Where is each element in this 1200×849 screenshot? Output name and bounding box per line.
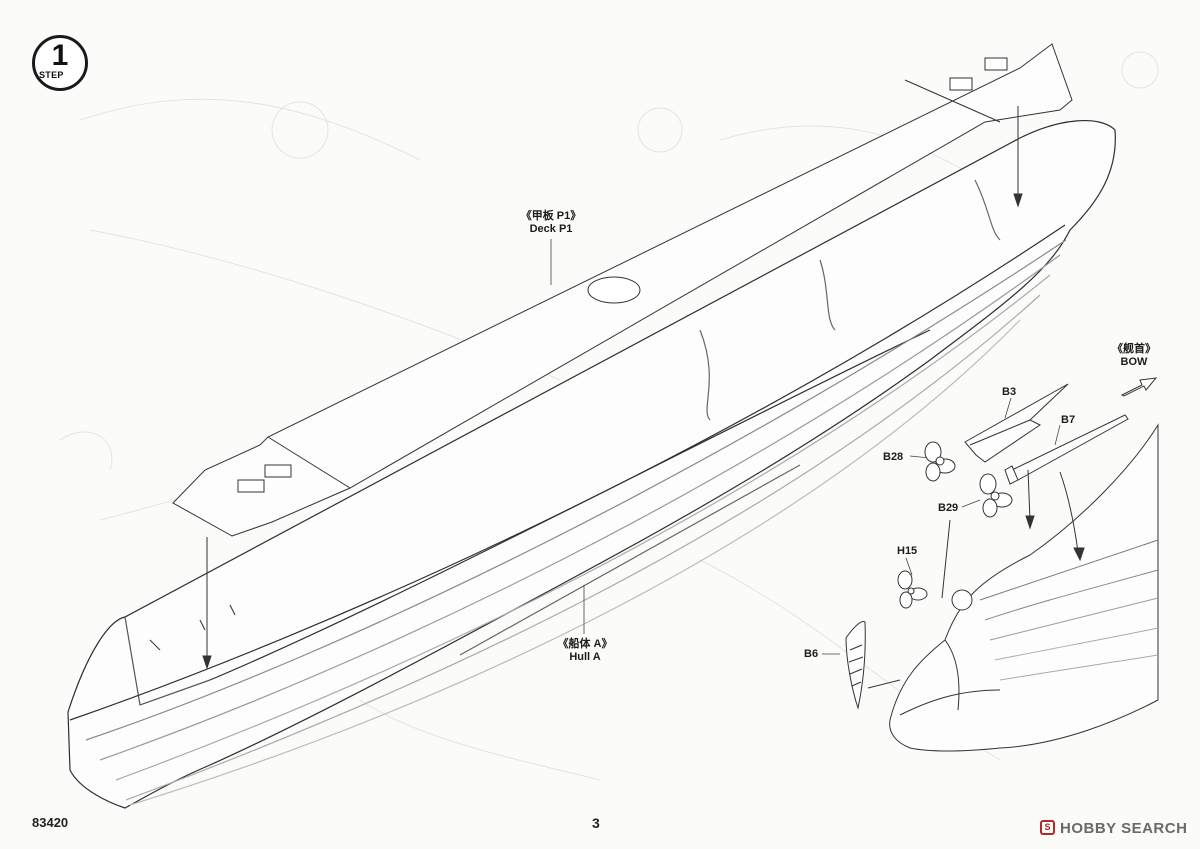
part-label-b6: B6 [804,648,819,660]
part-label-b3: B3 [1002,386,1017,398]
watermark-text: HOBBY SEARCH [1060,820,1188,837]
leader-lines [550,239,1061,655]
step-word: STEP [39,70,64,80]
part-b29-propeller [979,473,1013,518]
bow-label-zh: 《舰首》 [1112,343,1156,355]
page-number: 3 [592,815,600,831]
deck-label-zh: 《甲板 P1》 [520,210,582,222]
part-label-b29: B29 [938,502,959,514]
part-label-b7: B7 [1061,414,1076,426]
stern-detail [867,423,1159,752]
part-b6-rudder [845,621,866,710]
hull-a [67,120,1116,809]
hull-label: 《船体 A》 Hull A [540,638,630,664]
part-label-h15: H15 [897,545,918,557]
step-number: 1 [51,39,69,72]
bow-label: 《舰首》 BOW [1094,343,1174,369]
bow-direction-arrow [1120,377,1158,397]
product-code: 83420 [32,815,69,830]
part-b7-shaft [1004,414,1129,485]
bow-label-en: BOW [1120,356,1148,368]
part-b3-strut [964,383,1069,463]
hull-label-zh: 《船体 A》 [557,638,613,650]
hull-label-en: Hull A [569,651,601,663]
hobby-search-logo-icon: S [1040,820,1055,835]
deck-label: 《甲板 P1》 Deck P1 [505,210,597,236]
part-h15-propeller [897,570,928,609]
deck-label-en: Deck P1 [529,223,573,235]
step-badge: 1 STEP [32,35,88,91]
part-label-b28: B28 [883,451,904,463]
assembly-arrows [202,106,1023,670]
deck-opening [587,276,641,304]
part-b28-propeller [924,441,956,482]
deck-p1 [172,43,1073,537]
